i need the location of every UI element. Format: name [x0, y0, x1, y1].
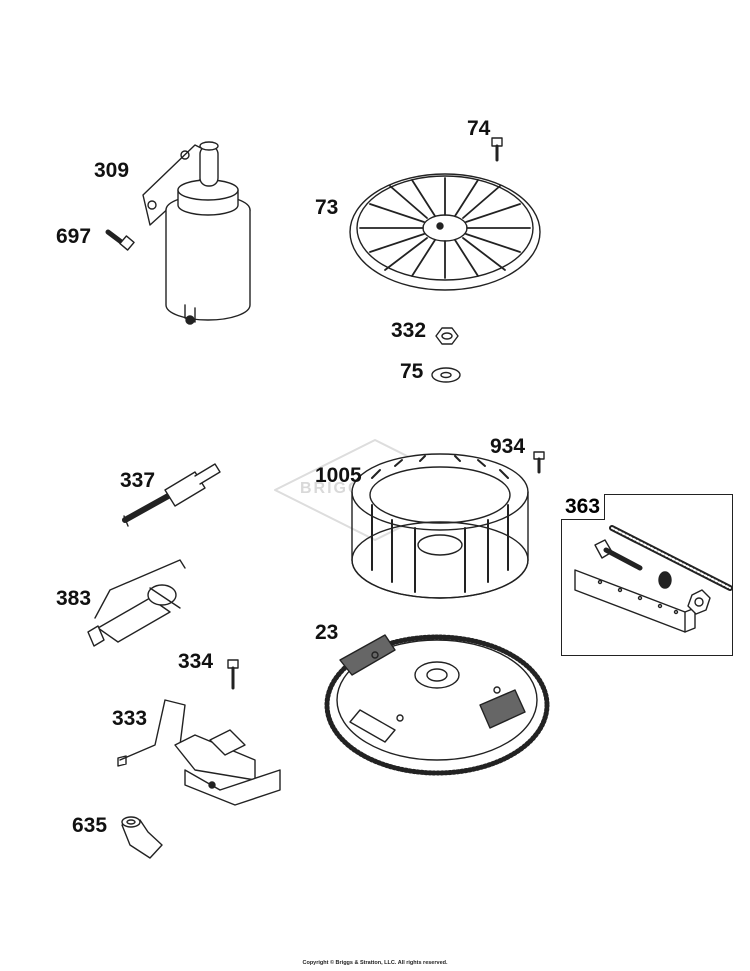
part-label-309[interactable]: 309: [94, 159, 130, 182]
copyright-notice: Copyright © Briggs & Stratton, LLC. All …: [302, 960, 448, 966]
part-label-23[interactable]: 23: [315, 621, 339, 644]
nut-drawing: [435, 327, 459, 345]
part-label-74[interactable]: 74: [467, 117, 491, 140]
starter-screw-drawing: [105, 229, 135, 251]
part-label-1005[interactable]: 1005: [315, 464, 362, 487]
spark-plug-drawing: [122, 463, 221, 527]
part-label-697[interactable]: 697: [56, 225, 92, 248]
armature-drawing: [117, 699, 281, 806]
part-label-363[interactable]: 363: [561, 494, 606, 520]
part-label-332[interactable]: 332: [391, 319, 427, 342]
part-label-73[interactable]: 73: [315, 196, 339, 219]
starter-motor-drawing: [142, 141, 251, 325]
grille-screw-drawing: [491, 137, 503, 162]
washer-drawing: [431, 367, 461, 383]
flywheel-drawing: [324, 634, 550, 776]
stop-switch-wire-drawing: [87, 559, 186, 647]
kit-frame: [561, 494, 733, 656]
ignition-screw-drawing: [227, 659, 239, 690]
part-label-934[interactable]: 934: [490, 435, 526, 458]
part-label-383[interactable]: 383: [56, 587, 92, 610]
part-label-635[interactable]: 635: [72, 814, 108, 837]
blower-screen-drawing: [349, 173, 541, 291]
part-label-337[interactable]: 337: [120, 469, 156, 492]
part-label-334[interactable]: 334: [178, 650, 214, 673]
part-label-333[interactable]: 333: [112, 707, 148, 730]
part-label-75[interactable]: 75: [400, 360, 424, 383]
flywheel-screw-drawing: [533, 451, 545, 474]
kit-parts-drawing: [574, 525, 733, 633]
fan-drawing: [351, 453, 529, 599]
plug-boot-drawing: [121, 816, 163, 859]
